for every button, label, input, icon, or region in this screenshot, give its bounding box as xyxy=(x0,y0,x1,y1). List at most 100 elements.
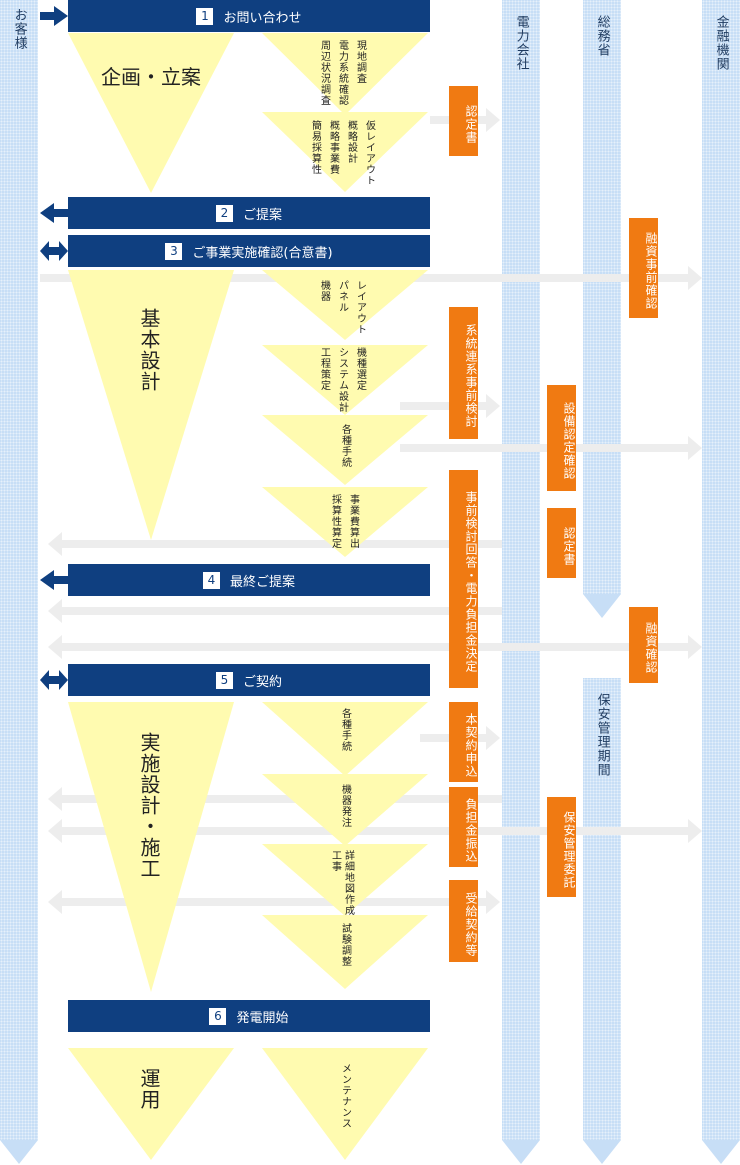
arrow-left-step-4 xyxy=(40,570,68,590)
lane-customer-tip xyxy=(0,1140,38,1164)
lane-bank-tip xyxy=(702,1140,740,1164)
step-2-label: ご提案 xyxy=(242,207,282,223)
arrow-both-step-3 xyxy=(40,241,68,261)
task-map-creation: 詳細地図作成 xyxy=(342,850,354,916)
lane-label-maintenance: 保安管理期間 xyxy=(594,693,610,777)
arrow-to-bank-2 xyxy=(400,436,702,460)
task-panel: パネル xyxy=(336,280,348,313)
arrow-customer-power xyxy=(48,890,500,914)
lane-bank xyxy=(702,0,740,1140)
triangle-task-10 xyxy=(262,915,428,989)
lane-label-ministry: 総務省 xyxy=(594,15,610,57)
lane-power-company xyxy=(502,0,540,1140)
task-system-design: システム設計 xyxy=(336,347,348,413)
arrow-both-step-5 xyxy=(40,670,68,690)
step-3-number: 3 xyxy=(165,242,183,260)
step-4-final-proposal: 4 最終ご提案 xyxy=(68,564,430,596)
step-6-generation-start: 6 発電開始 xyxy=(68,1000,430,1032)
arrow-both-bank-2 xyxy=(48,819,702,843)
phase-basic-design: 基本設計 xyxy=(137,308,161,392)
arrow-to-customer-2 xyxy=(48,599,502,623)
step-4-number: 4 xyxy=(202,571,220,589)
step-1-inquiry: 1 お問い合わせ xyxy=(68,0,430,32)
doc-grid-review-label: 系統連系事前検討 xyxy=(464,324,478,428)
doc-burden-payment: 負担金振込 xyxy=(449,787,478,867)
task-surroundings: 周辺状況調査 xyxy=(318,40,330,106)
lane-label-bank: 金融機関 xyxy=(713,15,729,71)
doc-financing-pre-label: 融資事前確認 xyxy=(644,232,658,310)
triangle-task-11 xyxy=(262,1048,428,1160)
doc-certificate-1-label: 認定書 xyxy=(464,104,478,144)
doc-certificate-1: 認定書 xyxy=(449,86,478,156)
doc-financing: 融資確認 xyxy=(629,607,658,683)
task-maintenance: メンテナンス xyxy=(339,1063,351,1129)
task-rough-design: 概略設計 xyxy=(345,120,357,164)
step-1-label: お問い合わせ xyxy=(223,10,302,26)
task-equipment: 機器 xyxy=(318,280,330,302)
lane-maintenance-tip xyxy=(583,1140,621,1164)
triangle-task-8 xyxy=(262,774,428,846)
doc-financing-pre: 融資事前確認 xyxy=(629,218,658,318)
triangle-operation xyxy=(68,1048,234,1160)
arrow-to-customer-1 xyxy=(48,532,502,556)
step-5-label: ご契約 xyxy=(242,674,282,690)
triangle-task-1 xyxy=(262,33,428,115)
task-temp-layout: 仮レイアウト xyxy=(363,120,375,186)
phase-planning: 企画・立案 xyxy=(101,65,201,89)
triangle-task-2 xyxy=(262,112,428,192)
lane-label-customer: お客様 xyxy=(11,8,27,50)
arrow-to-power-2 xyxy=(400,394,500,418)
step-1-number: 1 xyxy=(196,7,214,25)
doc-maintenance-contract-label: 保安管理委託 xyxy=(562,811,576,889)
step-5-contract: 5 ご契約 xyxy=(68,664,430,696)
task-construction: 工事 xyxy=(329,850,341,872)
step-6-number: 6 xyxy=(209,1007,227,1025)
doc-financing-label: 融資確認 xyxy=(644,622,658,674)
doc-supply-contract-label: 受給契約等 xyxy=(464,891,478,957)
task-procedures-2: 各種手続 xyxy=(339,708,351,752)
step-5-number: 5 xyxy=(215,671,233,689)
triangle-task-4 xyxy=(262,345,428,415)
task-equipment-order: 機器発注 xyxy=(339,784,351,828)
lane-power-company-tip xyxy=(502,1140,540,1164)
doc-main-contract-label: 本契約申込 xyxy=(464,712,478,778)
phase-operation: 運用 xyxy=(137,1068,161,1110)
doc-review-answer: 事前検討回答・電力負担金決定 xyxy=(449,470,478,688)
triangle-task-6 xyxy=(262,487,428,557)
task-layout: レイアウト xyxy=(354,280,366,335)
phase-implementation: 実施設計・施工 xyxy=(137,732,161,879)
lane-maintenance xyxy=(583,678,621,1140)
doc-burden-payment-label: 負担金振込 xyxy=(464,797,478,863)
doc-facility-check-label: 設備認定確認 xyxy=(562,402,576,480)
triangle-basic-design xyxy=(68,270,234,540)
doc-grid-review: 系統連系事前検討 xyxy=(449,307,478,439)
triangle-task-7 xyxy=(262,702,428,776)
arrow-both-bank xyxy=(48,635,702,659)
doc-facility-check: 設備認定確認 xyxy=(547,385,576,491)
doc-certificate-2: 認定書 xyxy=(547,508,576,578)
task-cost-calc: 事業費算出 xyxy=(347,494,359,549)
step-4-label: 最終ご提案 xyxy=(229,574,295,590)
task-site-survey: 現地調査 xyxy=(354,40,366,84)
arrow-to-customer-3 xyxy=(48,787,502,811)
triangle-implementation xyxy=(68,702,234,992)
triangle-task-5 xyxy=(262,415,428,485)
step-2-number: 2 xyxy=(215,204,233,222)
triangle-task-3 xyxy=(262,270,428,340)
triangle-planning xyxy=(68,33,234,193)
task-grid-check: 電力系統確認 xyxy=(336,40,348,106)
task-test-adjust: 試験調整 xyxy=(339,923,351,967)
doc-maintenance-contract: 保安管理委託 xyxy=(547,797,576,897)
doc-supply-contract: 受給契約等 xyxy=(449,880,478,962)
doc-review-answer-label: 事前検討回答・電力負担金決定 xyxy=(464,491,478,673)
task-simple-profit: 簡易採算性 xyxy=(309,120,321,175)
lane-label-power-company: 電力会社 xyxy=(513,15,529,71)
step-6-label: 発電開始 xyxy=(236,1010,289,1026)
triangle-task-9 xyxy=(262,844,428,916)
doc-main-contract: 本契約申込 xyxy=(449,702,478,782)
lane-ministry xyxy=(583,0,621,594)
task-profit-calc: 採算性算定 xyxy=(329,494,341,549)
step-2-proposal: 2 ご提案 xyxy=(68,197,430,229)
task-rough-cost: 概略事業費 xyxy=(327,120,339,175)
arrow-right-step-1 xyxy=(40,6,68,26)
